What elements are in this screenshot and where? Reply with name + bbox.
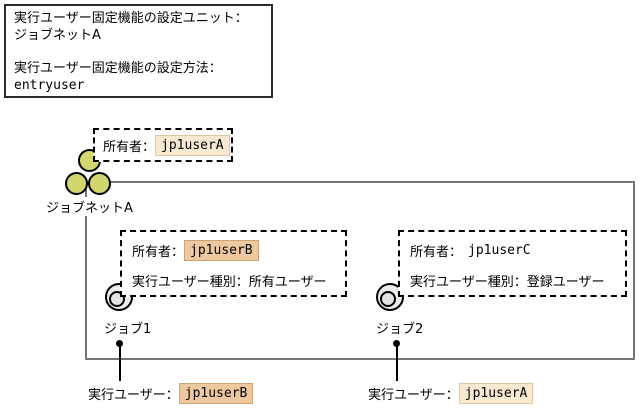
job1-owner-row: 所有者： jp1userB — [132, 240, 345, 261]
connector-line — [396, 345, 398, 381]
job2-exec-user-row: 実行ユーザー： jp1userA — [368, 383, 534, 404]
setting-method-label: 実行ユーザー固定機能の設定方法： — [14, 61, 222, 76]
jobnet-icon — [88, 172, 111, 195]
job1-attributes-box: 所有者： jp1userB 実行ユーザー種別：所有ユーザー — [120, 230, 347, 297]
connector-line — [119, 345, 121, 381]
jobnet-label: ジョブネットA — [44, 197, 135, 216]
owner-label: 所有者： — [103, 139, 156, 155]
setting-info-box: 実行ユーザー固定機能の設定ユニット： ジョブネットA 実行ユーザー固定機能の設定… — [4, 4, 273, 98]
job1-exec-user-row: 実行ユーザー： jp1userB — [88, 383, 254, 404]
connector-dot — [116, 340, 123, 347]
job2-exec-type-row: 実行ユーザー種別：登録ユーザー — [410, 275, 605, 290]
spacer — [14, 44, 263, 60]
setting-unit-value: ジョブネットA — [14, 28, 101, 43]
exec-user-value-highlight: jp1userB — [178, 383, 254, 404]
exec-user-label: 実行ユーザー： — [88, 388, 179, 403]
setting-method-value: entryuser — [14, 78, 85, 93]
owner-value: jp1userC — [468, 243, 531, 258]
connector-dot — [393, 340, 400, 347]
jobnet-owner-box: 所有者： jp1userA — [93, 128, 233, 162]
job1-label: ジョブ1 — [104, 322, 152, 337]
job2-owner-row: 所有者： jp1userC — [410, 240, 625, 261]
exec-user-value-highlight: jp1userA — [458, 383, 534, 404]
job-icon — [373, 280, 407, 318]
job2-label: ジョブ2 — [376, 322, 424, 337]
owner-label: 所有者： — [410, 245, 463, 260]
jobnet-icon — [65, 172, 88, 195]
job1-exec-type-row: 実行ユーザー種別：所有ユーザー — [132, 275, 327, 290]
exec-user-label: 実行ユーザー： — [368, 388, 459, 403]
owner-label: 所有者： — [132, 245, 185, 260]
owner-value-highlight: jp1userA — [155, 134, 230, 156]
jobnet-boundary-rect — [85, 181, 635, 360]
job2-attributes-box: 所有者： jp1userC 実行ユーザー種別：登録ユーザー — [398, 230, 627, 297]
owner-value-highlight: jp1userB — [184, 240, 259, 261]
setting-unit-label: 実行ユーザー固定機能の設定ユニット： — [14, 11, 248, 26]
